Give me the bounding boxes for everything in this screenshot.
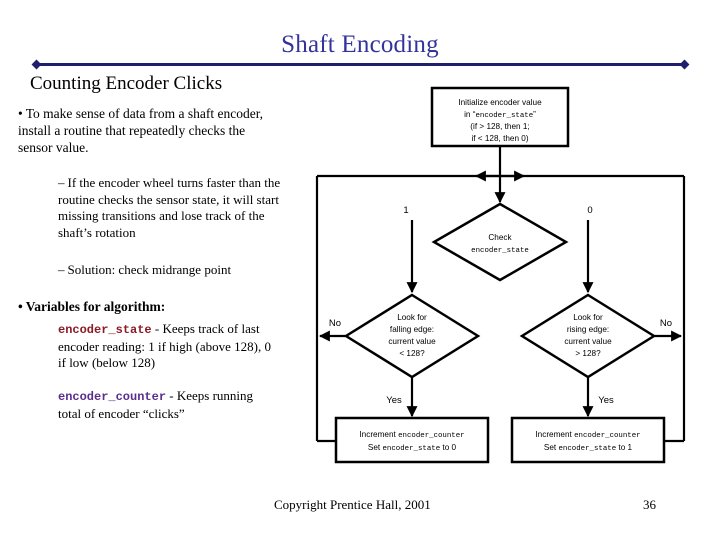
rising-diamond-line1: Look for bbox=[573, 313, 603, 322]
bullet-level1-2: •Variables for algorithm: bbox=[18, 298, 283, 315]
rising-diamond-line3: current value bbox=[564, 337, 612, 346]
rule-end-dot-right bbox=[679, 59, 690, 70]
right-action-line2-mono: encoder_state bbox=[558, 445, 616, 453]
init-box-line3: (if > 128, then 1; bbox=[470, 122, 529, 131]
bullet-level1-1: •To make sense of data from a shaft enco… bbox=[18, 105, 283, 156]
left-action-line1-pre: Increment bbox=[359, 430, 398, 439]
falling-diamond-line2: falling edge: bbox=[390, 325, 434, 334]
bullet-text: Solution: check midrange point bbox=[67, 262, 232, 277]
footer-copyright: Copyright Prentice Hall, 2001 bbox=[274, 497, 431, 512]
rising-yes-label: Yes bbox=[598, 395, 614, 406]
falling-diamond-line4: < 128? bbox=[399, 349, 425, 358]
init-box-line2-pre: in “ bbox=[464, 110, 476, 119]
flow-box-initialize bbox=[430, 86, 570, 148]
falling-diamond-line3: current value bbox=[388, 337, 436, 346]
right-action-line1-mono: encoder_counter bbox=[574, 432, 641, 440]
footer-page-number: 36 bbox=[643, 497, 656, 512]
rising-diamond-line2: rising edge: bbox=[567, 325, 609, 334]
bullet-text: To make sense of data from a shaft encod… bbox=[18, 106, 264, 155]
init-box-line2-post: ” bbox=[533, 110, 536, 119]
encoder-algorithm-flowchart: Initialize encoder value in “encoder_sta… bbox=[300, 80, 700, 480]
left-action-line2: Set encoder_state to 0 bbox=[368, 443, 457, 453]
right-action-line2: Set encoder_state to 1 bbox=[544, 443, 633, 453]
flow-diamond-check-encoder-state bbox=[431, 202, 569, 282]
check-branch-label-1: 1 bbox=[403, 205, 408, 216]
flow-diamond-rising-edge bbox=[519, 293, 657, 379]
falling-yes-label: Yes bbox=[386, 395, 402, 406]
left-action-line1: Increment encoder_counter bbox=[359, 430, 464, 440]
rising-diamond-line4: > 128? bbox=[575, 349, 601, 358]
check-diamond-line2: encoder_state bbox=[471, 247, 529, 255]
check-diamond-line1: Check bbox=[488, 233, 512, 242]
bullet-marker: – bbox=[58, 262, 65, 277]
flow-box-left-action bbox=[334, 416, 490, 464]
init-box-line2-mono: encoder_state bbox=[475, 112, 533, 120]
slide-subtitle: Counting Encoder Clicks bbox=[30, 73, 223, 94]
variable-name-encoder-state: encoder_state bbox=[58, 323, 152, 337]
rule-bar bbox=[37, 63, 684, 66]
right-action-line1-pre: Increment bbox=[535, 430, 574, 439]
init-box-line4: if < 128, then 0) bbox=[471, 134, 528, 143]
variable-description: - Keeps track of last encoder reading: 1… bbox=[58, 321, 271, 370]
check-branch-label-0: 0 bbox=[587, 205, 592, 216]
flow-box-right-action bbox=[510, 416, 666, 464]
variable-description: - Keeps running total of encoder “clicks… bbox=[58, 388, 254, 421]
rising-no-label: No bbox=[660, 318, 672, 329]
bullet-marker: – bbox=[58, 175, 65, 190]
page-title: Shaft Encoding bbox=[281, 31, 439, 58]
left-action-line2-post: to 0 bbox=[440, 443, 456, 452]
falling-diamond-line1: Look for bbox=[397, 313, 427, 322]
title-divider-rule bbox=[31, 59, 690, 70]
bullet-text: Variables for algorithm: bbox=[25, 299, 166, 314]
variable-entry-encoder-state: encoder_state - Keeps track of last enco… bbox=[58, 321, 273, 372]
bullet-level2-1: –If the encoder wheel turns faster than … bbox=[58, 175, 283, 241]
right-action-line2-pre: Set bbox=[544, 443, 559, 452]
bullet-marker: • bbox=[18, 106, 23, 121]
left-action-line1-mono: encoder_counter bbox=[398, 432, 465, 440]
bullet-text: If the encoder wheel turns faster than t… bbox=[58, 175, 281, 240]
variable-name-encoder-counter: encoder_counter bbox=[58, 390, 167, 404]
left-action-line2-mono: encoder_state bbox=[382, 445, 440, 453]
init-box-line1: Initialize encoder value bbox=[458, 98, 542, 107]
flow-diamond-falling-edge bbox=[343, 293, 481, 379]
left-action-line2-pre: Set bbox=[368, 443, 383, 452]
right-action-line2-post: to 1 bbox=[616, 443, 632, 452]
variable-entry-encoder-counter: encoder_counter - Keeps running total of… bbox=[58, 388, 273, 422]
right-action-line1: Increment encoder_counter bbox=[535, 430, 640, 440]
init-box-line2: in “encoder_state” bbox=[464, 110, 536, 120]
falling-no-label: No bbox=[329, 318, 341, 329]
bullet-level2-2: –Solution: check midrange point bbox=[58, 262, 283, 279]
bullet-marker: • bbox=[18, 299, 23, 314]
